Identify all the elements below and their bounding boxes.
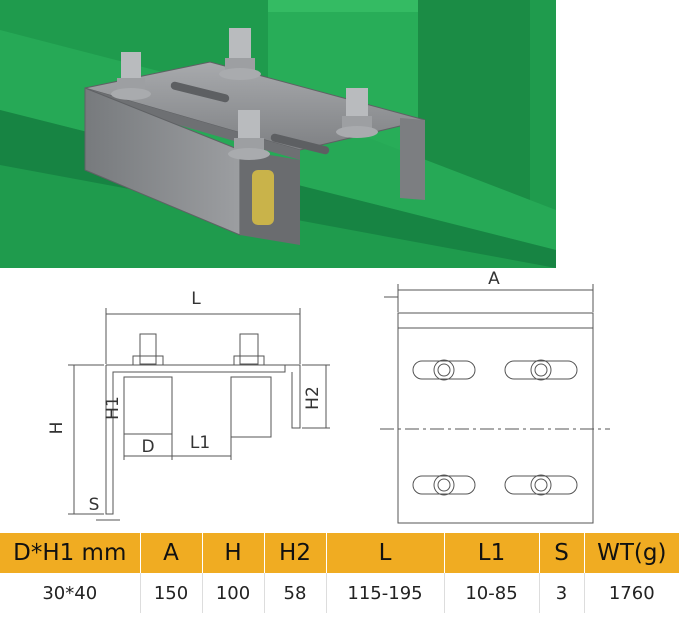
technical-drawing: L A H H1 H2 D L1 S [47,269,610,524]
cell-l: 115-195 [325,573,444,613]
front-view [380,284,610,524]
bolt [228,110,270,160]
slot-hole [504,474,578,496]
header-l1: L1 [443,533,539,573]
header-s: S [538,533,584,573]
cell-a: 150 [139,573,202,613]
label-H: H [47,422,67,435]
cell-h: 100 [201,573,264,613]
product-illustration [0,0,556,268]
bolt [336,88,378,138]
cell-wt: 1760 [583,573,679,613]
header-d-h1: D*H1 mm [0,533,140,573]
label-L1: L1 [190,433,210,453]
cell-s: 3 [538,573,584,613]
header-h: H [201,533,264,573]
header-wt: WT(g) [583,533,679,573]
slot-hole [412,474,476,496]
table-row: 30*40 150 100 58 115-195 10-85 3 1760 [0,573,679,613]
label-H2: H2 [303,386,323,410]
cell-h2: 58 [263,573,326,613]
label-S: S [89,495,100,515]
label-D: D [141,437,154,457]
cell-d-h1: 30*40 [0,573,140,613]
header-a: A [139,533,202,573]
slot-hole [412,359,476,381]
bolt [111,52,151,100]
side-view [105,333,301,515]
bolt [219,28,261,80]
header-l: L [325,533,444,573]
cell-l1: 10-85 [443,573,539,613]
label-A: A [488,269,500,289]
dimension-lines [68,308,330,521]
spec-table: D*H1 mm A H H2 L L1 S WT(g) 30*40 150 10… [0,533,679,613]
label-L: L [191,289,201,309]
slot-hole [504,359,578,381]
table-header-row: D*H1 mm A H H2 L L1 S WT(g) [0,533,679,573]
header-h2: H2 [263,533,326,573]
label-H1: H1 [103,396,123,420]
